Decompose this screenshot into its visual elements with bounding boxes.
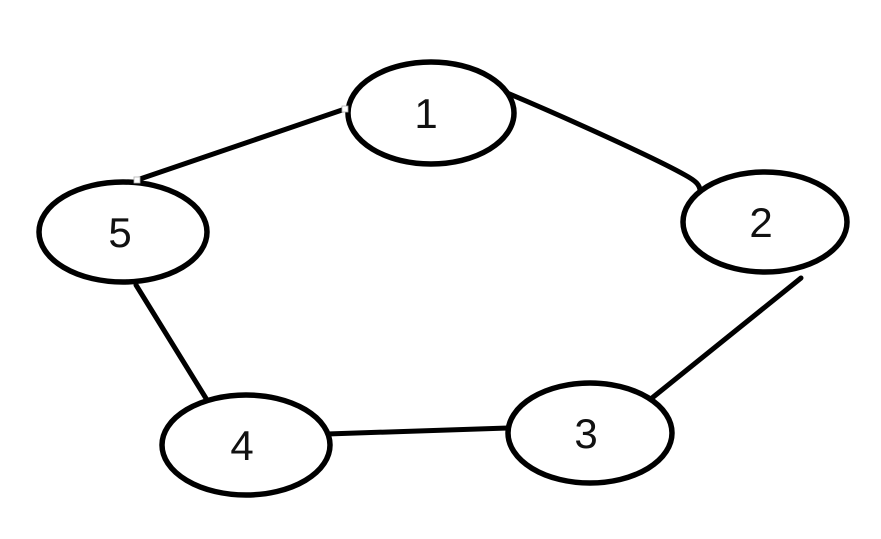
graph-edge-5-1 xyxy=(134,106,348,183)
node-label-5: 5 xyxy=(108,209,131,256)
node-ellipse-3 xyxy=(505,380,675,486)
graph-node-5: 5 xyxy=(36,179,210,285)
graph-edge-4-5 xyxy=(133,282,210,403)
graph-edge-3-4 xyxy=(324,425,511,437)
node-ellipse-4 xyxy=(159,392,333,498)
line-endpoint-handle-1 xyxy=(341,105,349,113)
graph-edge-1-2 xyxy=(497,87,703,194)
graph-node-3: 3 xyxy=(505,380,675,486)
node-label-4: 4 xyxy=(230,422,253,469)
node-ellipse-2 xyxy=(680,169,850,275)
graph-node-1: 1 xyxy=(345,59,517,167)
graph-edge-2-3 xyxy=(649,275,804,401)
node-label-2: 2 xyxy=(749,199,772,246)
node-label-1: 1 xyxy=(414,90,437,137)
graph-node-2: 2 xyxy=(680,169,850,275)
graph-node-4: 4 xyxy=(159,392,333,498)
node-ellipse-5 xyxy=(36,179,210,285)
line-endpoint-handle-0 xyxy=(133,176,141,184)
node-ellipse-1 xyxy=(345,59,517,167)
node-label-3: 3 xyxy=(574,410,597,457)
